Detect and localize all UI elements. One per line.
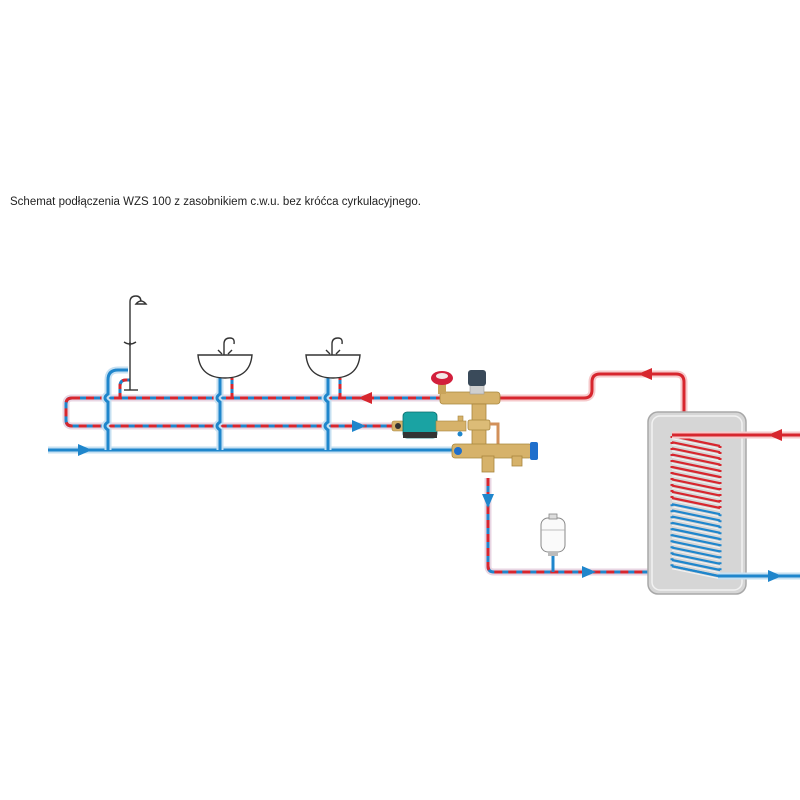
coil-turn — [671, 521, 721, 534]
flow-arrow-coil-out — [768, 570, 782, 582]
mixed-return-line — [72, 392, 440, 404]
coil-turn — [671, 558, 721, 572]
mixed-supply-line — [62, 394, 400, 432]
coil-turn — [671, 478, 721, 491]
coil-turn-highlight — [671, 512, 721, 524]
flow-arrow-return — [358, 392, 372, 404]
circulation-pump[interactable] — [391, 411, 467, 439]
coil-turn-highlight — [671, 444, 721, 456]
flow-arrow-feed-right — [582, 566, 596, 578]
coil-turn-highlight — [671, 568, 721, 580]
coil-turn — [671, 447, 721, 460]
coil-turn-highlight — [671, 518, 721, 530]
coil-turn-highlight — [671, 562, 721, 574]
flow-arrow-feed-down — [482, 494, 494, 508]
coil-turn — [671, 465, 721, 479]
coil-turn-highlight — [671, 456, 721, 468]
shower-icon — [123, 295, 148, 391]
washbasin-icon — [305, 337, 361, 379]
coil-turn-highlight — [671, 524, 721, 536]
coil-turn-highlight — [671, 469, 721, 481]
coil-turn — [671, 552, 721, 565]
flow-arrow-coil-in — [768, 429, 782, 441]
flow-arrow-hot — [638, 368, 652, 380]
coil-turn — [671, 459, 721, 472]
cold-risers — [101, 366, 332, 450]
coil-turn — [671, 515, 721, 528]
cold-water-main — [48, 444, 460, 456]
diagram-caption: Schemat podłączenia WZS 100 z zasobnikie… — [10, 196, 421, 208]
flow-arrow-supply — [352, 420, 366, 432]
coil-turn — [671, 472, 721, 485]
coil-turn-highlight — [671, 438, 721, 450]
coil-turn-highlight — [671, 506, 721, 518]
coil-turn — [671, 509, 721, 522]
coil-turn — [671, 540, 721, 553]
coil-turn-highlight — [671, 500, 721, 512]
coil-inlet-line — [672, 429, 800, 441]
coil-outlet-line — [718, 570, 800, 582]
coil-turn — [671, 490, 721, 503]
coil-turn-highlight — [671, 537, 721, 549]
cold-feed-line — [482, 478, 650, 578]
coil-turn-highlight — [671, 549, 721, 561]
coil-turn — [671, 503, 721, 516]
coil-outlet-diagonal — [671, 565, 719, 578]
coil-turn-highlight — [671, 462, 721, 474]
coil-turn-highlight — [671, 543, 721, 555]
washbasin-icon — [197, 337, 253, 379]
coil-turn-highlight — [671, 475, 721, 487]
mixed-risers — [118, 378, 342, 398]
flow-arrow-cold-in — [78, 444, 92, 456]
coil-turn-highlight — [671, 487, 721, 499]
heating-coil — [670, 434, 722, 580]
coil-turn-highlight — [671, 450, 721, 462]
coil-turn — [671, 546, 721, 559]
mixing-valve-knob[interactable] — [468, 370, 486, 386]
coil-turn-highlight — [671, 555, 721, 567]
coil-turn-highlight — [671, 531, 721, 543]
coil-turn-highlight — [671, 481, 721, 493]
coil-turn — [671, 484, 721, 497]
coil-turn — [671, 453, 721, 466]
expansion-vessel-icon — [540, 513, 566, 572]
coil-turn — [671, 534, 721, 547]
hot-water-line — [498, 368, 688, 412]
coil-turn — [671, 527, 721, 541]
coil-turn — [671, 496, 721, 510]
coil-turn-highlight — [671, 493, 721, 505]
coil-turn — [671, 441, 721, 454]
